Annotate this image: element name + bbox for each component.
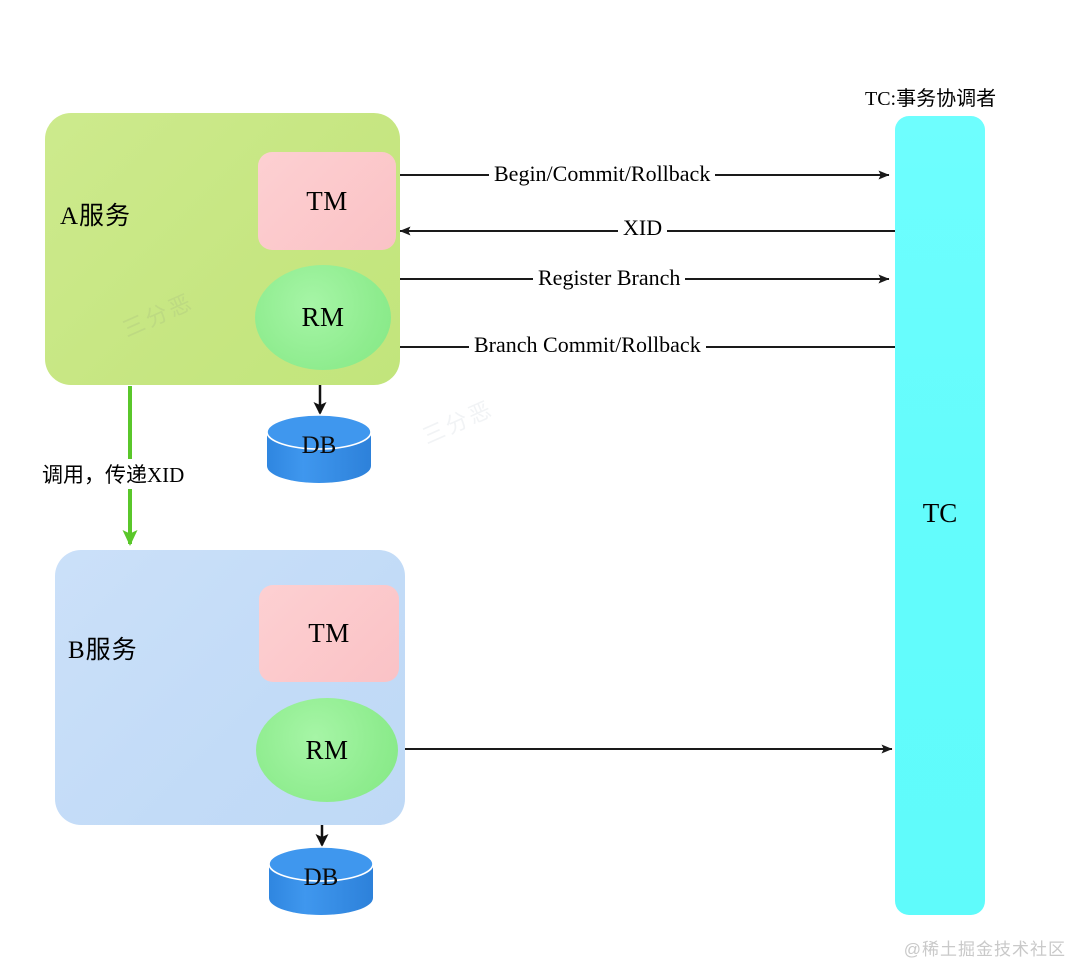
rm-ellipse-b: RM (256, 698, 398, 802)
service-a-label: A服务 (60, 203, 132, 230)
service-b-label: B服务 (68, 637, 138, 664)
arrow-label-xid: XID (618, 217, 668, 239)
tm-box-a: TM (258, 152, 396, 250)
arrow-label-invoke-xid: 调用，传递XID (38, 459, 189, 489)
rm-ellipse-a: RM (255, 265, 391, 370)
tc-caption: TC:事务协调者 (865, 88, 997, 110)
db-cylinder-b (268, 846, 374, 915)
tc-box (895, 116, 985, 915)
arrow-label-register-branch: Register Branch (533, 267, 686, 289)
tc-label: TC (922, 498, 958, 528)
db-cylinder-a (266, 414, 372, 483)
arrow-label-branch-commit-rollback: Branch Commit/Rollback (469, 334, 706, 356)
arrow-label-begin-commit-rollback: Begin/Commit/Rollback (489, 163, 716, 185)
watermark-corner: @稀土掘金技术社区 (903, 940, 1066, 959)
tm-box-b: TM (259, 585, 399, 682)
